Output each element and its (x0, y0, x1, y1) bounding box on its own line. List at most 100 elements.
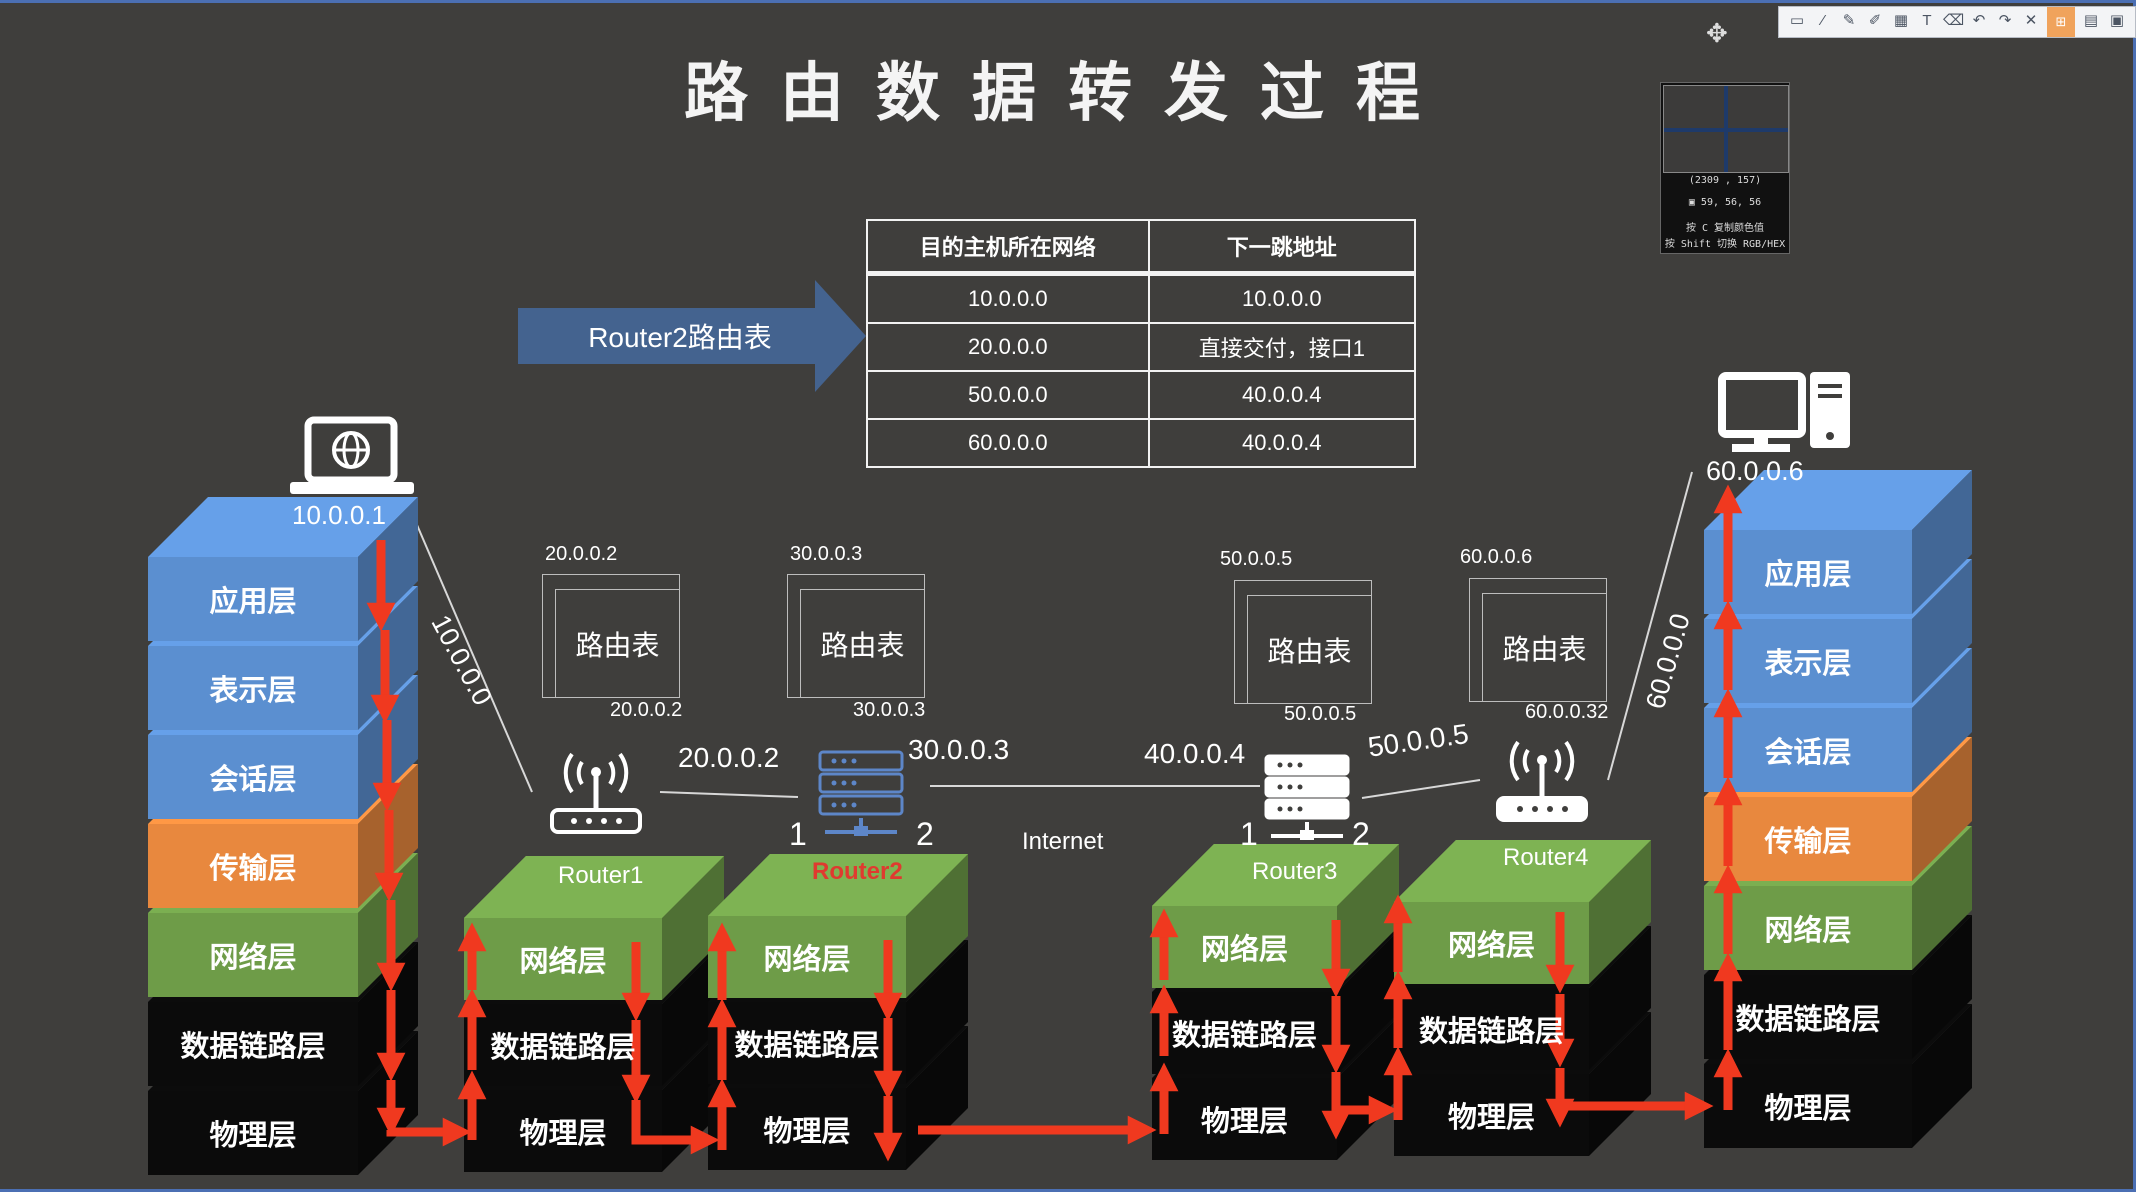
router3-layer-2-label: 物理层 (1200, 1104, 1288, 1138)
magnifier-view (1663, 85, 1789, 173)
router3-layer-0-label: 网络层 (1200, 932, 1288, 966)
copy-icon[interactable]: ▣ (2109, 12, 2125, 29)
down-arrow (386, 1117, 472, 1147)
left-stack-2-label: 会话层 (209, 762, 297, 796)
left-stack-6-label: 物理层 (209, 1118, 297, 1152)
router3-interface-1: 1 (1240, 816, 1258, 852)
router3-layer-1-label: 数据链路层 (1171, 1018, 1317, 1052)
left-stack-4-label: 网络层 (209, 940, 297, 974)
router4-layer-0-label: 网络层 (1447, 928, 1535, 962)
pin-icon[interactable]: ⊞ (2047, 7, 2075, 37)
table-row: 60.0.0.0 40.0.0.4 (866, 418, 1417, 468)
rt-box-ip-bottom: 20.0.0.2 (610, 699, 683, 721)
wifi-router-icon (550, 752, 642, 834)
internet-label: Internet (1022, 828, 1104, 855)
router1-layer-1-label: 数据链路层 (490, 1030, 636, 1064)
right-stack-6-label: 物理层 (1764, 1091, 1852, 1125)
router2-layer-2-label: 物理层 (763, 1114, 851, 1148)
right-stack-3-label: 传输层 (1764, 824, 1852, 858)
rt-box-ip-bottom: 30.0.0.3 (853, 699, 926, 721)
router3-interface-2: 2 (1352, 816, 1370, 852)
router2-right-ip: 30.0.0.3 (908, 734, 1010, 765)
right-stack-0 (1704, 470, 1972, 614)
rt-box-router2: 路由表 (787, 574, 925, 698)
desktop-computer-icon (1718, 372, 1850, 452)
router4-name: Router4 (1503, 844, 1589, 871)
down-arrow (631, 1100, 720, 1155)
router2-name: Router2 (812, 858, 903, 885)
redo-icon[interactable]: ↷ (1998, 12, 2012, 29)
router2-interface-1: 1 (789, 816, 807, 852)
eraser-tool-icon[interactable]: ⌫ (1943, 12, 1965, 29)
router1-layer-0-label: 网络层 (519, 944, 607, 978)
mosaic-tool-icon[interactable]: ▦ (1893, 12, 1909, 29)
rt-box-ip-top: 50.0.0.5 (1220, 548, 1293, 570)
screenshot-toolbar: ▭ ⁄ ✎ ✐ ▦ T ⌫ ↶ ↷ ✕ ⊞ ▤ ▣ (1778, 6, 2136, 38)
table-row: 20.0.0.0 直接交付，接口1 (866, 322, 1417, 372)
data-flow-arrows (366, 484, 1743, 1162)
router2-interface-2: 2 (916, 816, 934, 852)
move-cursor-icon: ✥ (1706, 18, 1728, 48)
magnifier-coords: (2309 , 157) (1688, 175, 1762, 186)
window-border-top (0, 0, 2136, 3)
router3-name: Router3 (1252, 858, 1338, 885)
magnifier-hint-switch: 按 Shift 切换 RGB/HEX (1664, 239, 1786, 250)
wifi-router-icon (1496, 740, 1588, 822)
marker-tool-icon[interactable]: ✐ (1868, 12, 1882, 29)
rt-box-ip-top: 20.0.0.2 (545, 543, 618, 565)
server-router-icon (818, 750, 904, 836)
undo-icon[interactable]: ↶ (1972, 12, 1986, 29)
text-tool-icon[interactable]: T (1922, 12, 1932, 29)
laptop-icon (290, 416, 414, 494)
router1-right-ip: 20.0.0.2 (678, 742, 780, 773)
right-stack-1-label: 表示层 (1764, 646, 1852, 680)
router4-layer-2-label: 物理层 (1447, 1100, 1535, 1134)
right-stack-4-label: 网络层 (1764, 913, 1852, 947)
header-destination: 目的主机所在网络 (866, 219, 1150, 276)
rt-box-router3: 路由表 (1234, 580, 1372, 704)
color-swatch-icon: ▣ (1688, 197, 1695, 208)
table-row: 50.0.0.0 40.0.0.4 (866, 370, 1417, 420)
router4-platform (1394, 840, 1651, 902)
left-stack-1-label: 表示层 (209, 673, 297, 707)
layer-stacks (148, 470, 1972, 1175)
color-magnifier: (2309 , 157) ▣ 59, 56, 56 按 C 复制颜色值 按 Sh… (1660, 82, 1790, 254)
left-stack-5-label: 数据链路层 (180, 1029, 326, 1063)
left-stack-0 (148, 497, 418, 641)
router2-layer-1-label: 数据链路层 (734, 1028, 880, 1062)
router1-layer-2-label: 物理层 (519, 1116, 607, 1150)
rt-box-ip-top: 60.0.0.6 (1460, 546, 1533, 568)
router3-left-ip: 40.0.0.4 (1144, 738, 1246, 769)
magnifier-hint-copy: 按 C 复制颜色值 (1685, 223, 1765, 234)
routing-table-arrow (518, 280, 866, 392)
pen-tool-icon[interactable]: ✎ (1842, 12, 1856, 29)
right-stack-2-label: 会话层 (1764, 735, 1852, 769)
save-icon[interactable]: ▤ (2083, 12, 2099, 29)
rt-box-ip-bottom: 50.0.0.5 (1284, 703, 1357, 725)
routing-table-label: Router2路由表 (588, 322, 772, 353)
rt-box-ip-bottom: 60.0.0.32 (1525, 701, 1609, 723)
rt-box-ip-top: 30.0.0.3 (790, 543, 863, 565)
table-row: 10.0.0.0 10.0.0.0 (866, 272, 1417, 324)
server-router-icon (1264, 754, 1350, 840)
magnifier-rgb: ▣ 59, 56, 56 (1688, 197, 1762, 208)
left-stack-0-label: 应用层 (209, 584, 297, 618)
router3-platform (1152, 844, 1399, 906)
close-icon[interactable]: ✕ (2024, 12, 2038, 29)
devices (290, 372, 1850, 840)
header-next-hop: 下一跳地址 (1147, 219, 1417, 276)
router2-platform (708, 854, 968, 916)
network-links (413, 471, 1693, 799)
router2-layer-0-label: 网络层 (763, 942, 851, 976)
window-border-right (2133, 0, 2136, 1192)
slide-title: 路由数据转发过程 (684, 57, 1452, 131)
right-host-ip: 60.0.0.6 (1706, 456, 1804, 486)
router1-name: Router1 (558, 862, 644, 889)
rt-box-router1: 路由表 (542, 574, 680, 698)
line-tool-icon[interactable]: ⁄ (1821, 12, 1825, 29)
rectangle-tool-icon[interactable]: ▭ (1789, 12, 1805, 29)
router2-routing-table: 目的主机所在网络 下一跳地址 10.0.0.0 10.0.0.0 20.0.0.… (866, 219, 1417, 468)
router1-platform (464, 856, 724, 918)
